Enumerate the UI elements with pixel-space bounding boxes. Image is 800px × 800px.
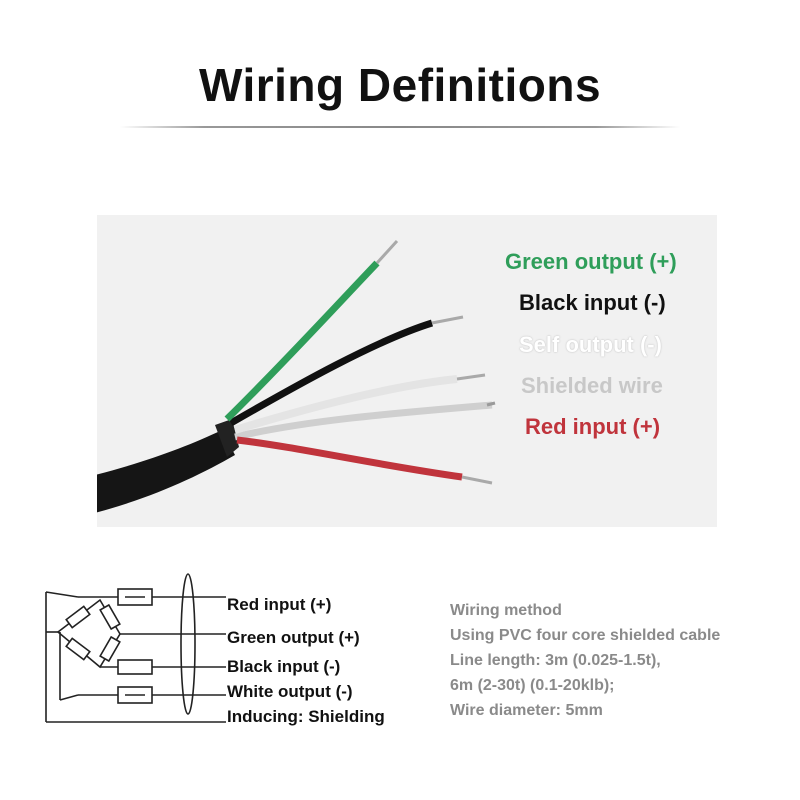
schematic-label-shielding: Inducing: Shielding (227, 707, 385, 726)
white-wire (233, 375, 458, 434)
schematic-label-red-input: Red input (+) (227, 595, 332, 614)
label-red-input: Red input (+) (525, 414, 661, 439)
green-wire (224, 260, 380, 422)
spec-wiring-method: Wiring method (450, 602, 562, 619)
spec-wire-diameter: Wire diameter: 5mm (450, 702, 603, 719)
red-wire-tip (461, 475, 493, 485)
black-wire (229, 319, 434, 427)
red-wire (236, 436, 463, 481)
page-title: Wiring Definitions (198, 59, 602, 111)
label-shielded-wire: Shielded wire (521, 373, 663, 398)
schematic-label-black-input: Black input (-) (227, 657, 341, 676)
bridge-resistor-4 (99, 635, 121, 663)
black-wire-tip (431, 315, 464, 325)
shield-loop (180, 573, 196, 715)
label-black-input: Black input (-) (519, 290, 666, 315)
schematic-label-white-output: White output (-) (227, 682, 353, 701)
bridge-resistor-2 (99, 603, 121, 631)
cable-illustration (97, 239, 496, 513)
resistor-middle (117, 659, 153, 675)
cable-jacket (97, 430, 235, 513)
title-divider (120, 126, 680, 128)
bridge-resistor-1 (65, 605, 91, 629)
bridge-schematic (45, 573, 226, 723)
green-wire-tip (375, 239, 399, 265)
shield-braid (234, 401, 493, 441)
label-self-output: Self output (-) (519, 332, 662, 357)
bridge-resistor-3 (65, 637, 91, 661)
label-green-output: Green output (+) (505, 249, 677, 274)
schematic-label-green-output: Green output (+) (227, 628, 360, 647)
shield-braid-tip (486, 401, 496, 407)
spec-line-length-6m: 6m (2-30t) (0.1-20klb); (450, 677, 615, 694)
spec-cable-type: Using PVC four core shielded cable (450, 627, 721, 644)
cable-jacket-end (215, 419, 239, 457)
spec-line-length-3m: Line length: 3m (0.025-1.5t), (450, 652, 661, 669)
cable-photo: Green output (+) Black input (-) Self ou… (97, 215, 717, 527)
white-wire-tip (456, 373, 486, 381)
